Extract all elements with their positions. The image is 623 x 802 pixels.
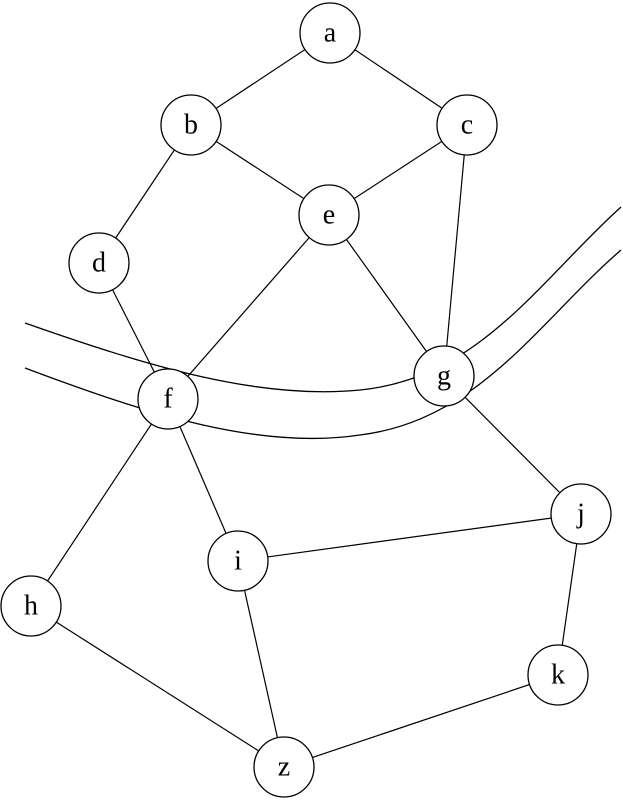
node-circle-z (253, 736, 315, 798)
node-label-d: d (92, 248, 106, 279)
node-b: b (160, 94, 222, 156)
node-label-e: e (323, 200, 335, 231)
edge-g-j (443, 375, 582, 515)
nodes: a b c d e f g h i j k z (0, 2, 612, 798)
node-circle-h (0, 575, 62, 637)
node-label-z: z (278, 752, 290, 783)
node-circle-d (68, 232, 130, 294)
node-d: d (68, 232, 130, 294)
node-c: c (436, 94, 498, 156)
edge-i-j (237, 513, 582, 562)
node-circle-g (413, 345, 475, 407)
node-h: h (0, 575, 62, 637)
node-label-b: b (184, 110, 198, 141)
edge-e-g (328, 214, 445, 377)
node-a: a (299, 2, 361, 64)
node-k: k (527, 644, 589, 706)
edge-e-f (167, 214, 330, 400)
node-z: z (253, 736, 315, 798)
edge-k-z (283, 674, 559, 768)
edge-c-g (443, 124, 468, 377)
node-e: e (298, 184, 360, 246)
node-i: i (207, 530, 269, 592)
edge-f-h (30, 398, 169, 607)
node-circle-e (298, 184, 360, 246)
edge-i-z (237, 560, 285, 768)
cut-band-upper-curve (24, 206, 622, 393)
node-circle-i (207, 530, 269, 592)
node-label-g: g (437, 361, 451, 392)
node-circle-a (299, 2, 361, 64)
node-label-j: j (576, 499, 585, 530)
node-circle-k (527, 644, 589, 706)
node-circle-f (137, 368, 199, 430)
node-circle-b (160, 94, 222, 156)
node-label-h: h (24, 591, 38, 622)
node-circle-c (436, 94, 498, 156)
node-label-c: c (461, 110, 473, 141)
node-circle-j (550, 483, 612, 545)
node-label-f: f (163, 384, 173, 415)
node-g: g (413, 345, 475, 407)
node-f: f (137, 368, 199, 430)
node-label-a: a (324, 18, 337, 49)
node-label-i: i (234, 546, 242, 577)
node-j: j (550, 483, 612, 545)
node-label-k: k (551, 660, 565, 691)
edge-h-z (30, 605, 285, 768)
